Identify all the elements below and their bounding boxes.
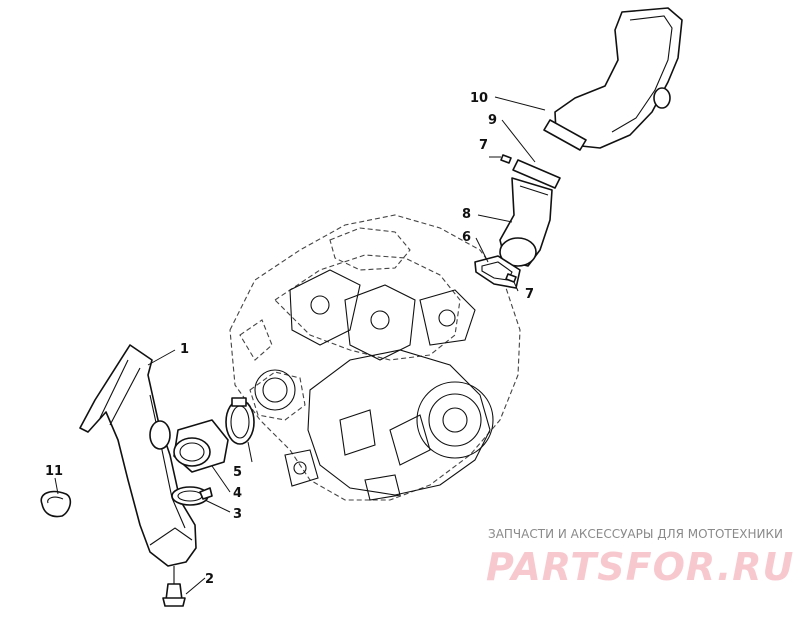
duct-seal-ring[interactable] <box>512 159 561 189</box>
upper-air-duct[interactable] <box>543 7 683 151</box>
engine-body <box>254 269 494 501</box>
callout-labels: 1 2 3 4 5 6 7 7 8 9 10 11 <box>45 91 534 587</box>
lower-air-intake-duct[interactable] <box>79 344 197 567</box>
callout-4: 4 <box>233 486 242 501</box>
callout-2: 2 <box>205 572 214 587</box>
leader-lines <box>54 96 546 595</box>
callout-11: 11 <box>45 464 63 479</box>
intake-boot[interactable] <box>499 177 553 267</box>
callout-8: 8 <box>462 207 471 222</box>
callout-5: 5 <box>233 465 242 480</box>
intake-coupler[interactable] <box>173 419 229 473</box>
callout-1: 1 <box>180 342 189 357</box>
drain-valve[interactable] <box>162 566 186 607</box>
hose-clamp-lower[interactable] <box>171 486 213 506</box>
engine-outline <box>229 214 521 501</box>
callout-6: 6 <box>462 230 471 245</box>
callout-7-upper: 7 <box>479 138 488 153</box>
watermark-logo: PARTSFOR.RU <box>486 545 794 589</box>
retaining-ring[interactable] <box>40 490 72 518</box>
hose-clamp-upper[interactable] <box>225 397 255 445</box>
callout-7-lower: 7 <box>525 287 534 302</box>
watermark-caption: ЗАПЧАСТИ И АКСЕССУАРЫ ДЛЯ МОТОТЕХНИКИ <box>488 527 783 541</box>
screw-upper[interactable] <box>489 154 512 164</box>
callout-9: 9 <box>488 113 497 128</box>
callout-3: 3 <box>233 507 242 522</box>
watermark: ЗАПЧАСТИ И АКСЕССУАРЫ ДЛЯ МОТОТЕХНИКИ PA… <box>486 527 794 589</box>
callout-10: 10 <box>470 91 488 106</box>
